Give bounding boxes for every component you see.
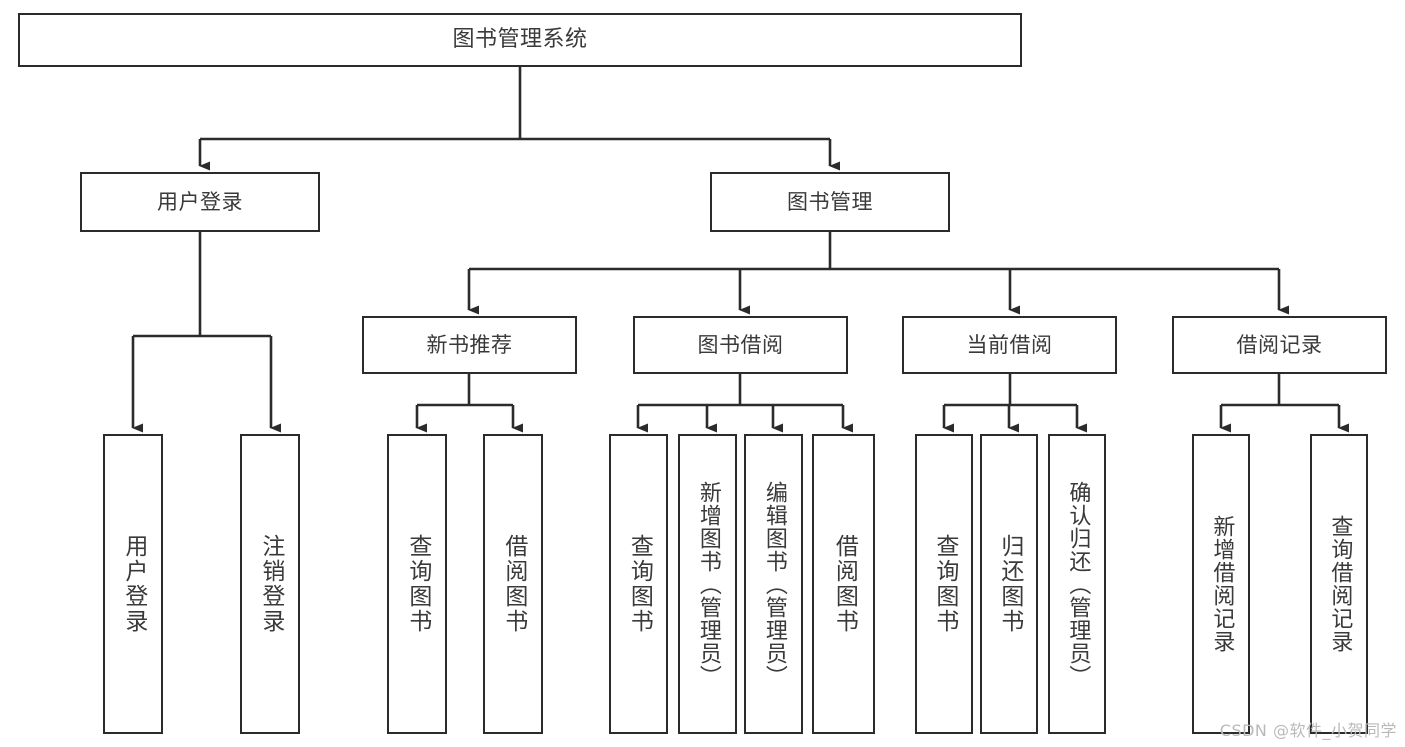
node-book-manage-label: 图书管理	[787, 189, 873, 214]
node-leaf-query-record-label: 查询借阅记录	[1327, 515, 1353, 653]
node-leaf-borrow-book-1[interactable]: 借阅图书	[483, 434, 543, 734]
node-leaf-logout-login-label: 注销登录	[257, 534, 284, 634]
node-leaf-return-book-label: 归还图书	[996, 534, 1023, 634]
csdn-watermark: CSDN @软件_小贺同学	[1219, 721, 1397, 740]
node-leaf-edit-book-label: 编辑图书（管理员）	[761, 480, 787, 688]
node-leaf-borrow-book-2[interactable]: 借阅图书	[812, 434, 875, 734]
node-user-login-label: 用户登录	[157, 189, 243, 214]
node-leaf-edit-book[interactable]: 编辑图书（管理员）	[744, 434, 803, 734]
node-leaf-logout-login[interactable]: 注销登录	[240, 434, 300, 734]
node-leaf-user-login-label: 用户登录	[120, 534, 147, 634]
node-user-login[interactable]: 用户登录	[80, 172, 320, 232]
node-root-label: 图书管理系统	[452, 27, 588, 53]
node-borrow-record[interactable]: 借阅记录	[1172, 316, 1387, 374]
node-leaf-borrow-book-2-label: 借阅图书	[831, 534, 858, 634]
node-leaf-confirm-return[interactable]: 确认归还（管理员）	[1048, 434, 1106, 734]
node-leaf-confirm-return-label: 确认归还（管理员）	[1065, 480, 1091, 688]
node-book-borrow-label: 图书借阅	[697, 332, 784, 357]
node-new-book-recommend-label: 新书推荐	[426, 332, 513, 357]
node-root-book-management-system[interactable]: 图书管理系统	[18, 13, 1022, 67]
node-leaf-add-record-label: 新增借阅记录	[1209, 515, 1235, 653]
node-leaf-query-book-2-label: 查询图书	[626, 534, 653, 634]
node-leaf-query-record[interactable]: 查询借阅记录	[1310, 434, 1368, 734]
node-leaf-return-book[interactable]: 归还图书	[980, 434, 1038, 734]
node-current-borrow[interactable]: 当前借阅	[902, 316, 1117, 374]
node-leaf-add-record[interactable]: 新增借阅记录	[1192, 434, 1250, 734]
node-book-manage[interactable]: 图书管理	[710, 172, 950, 232]
node-leaf-add-book-label: 新增图书（管理员）	[695, 480, 721, 688]
node-book-borrow[interactable]: 图书借阅	[633, 316, 848, 374]
node-leaf-query-book-3[interactable]: 查询图书	[915, 434, 973, 734]
node-leaf-query-book-1[interactable]: 查询图书	[387, 434, 447, 734]
node-current-borrow-label: 当前借阅	[966, 332, 1053, 357]
node-leaf-add-book[interactable]: 新增图书（管理员）	[678, 434, 737, 734]
node-leaf-query-book-3-label: 查询图书	[931, 534, 958, 634]
node-leaf-user-login[interactable]: 用户登录	[103, 434, 163, 734]
node-new-book-recommend[interactable]: 新书推荐	[362, 316, 577, 374]
node-leaf-borrow-book-1-label: 借阅图书	[500, 534, 527, 634]
node-leaf-query-book-1-label: 查询图书	[404, 534, 431, 634]
node-leaf-query-book-2[interactable]: 查询图书	[609, 434, 668, 734]
node-borrow-record-label: 借阅记录	[1236, 332, 1323, 357]
